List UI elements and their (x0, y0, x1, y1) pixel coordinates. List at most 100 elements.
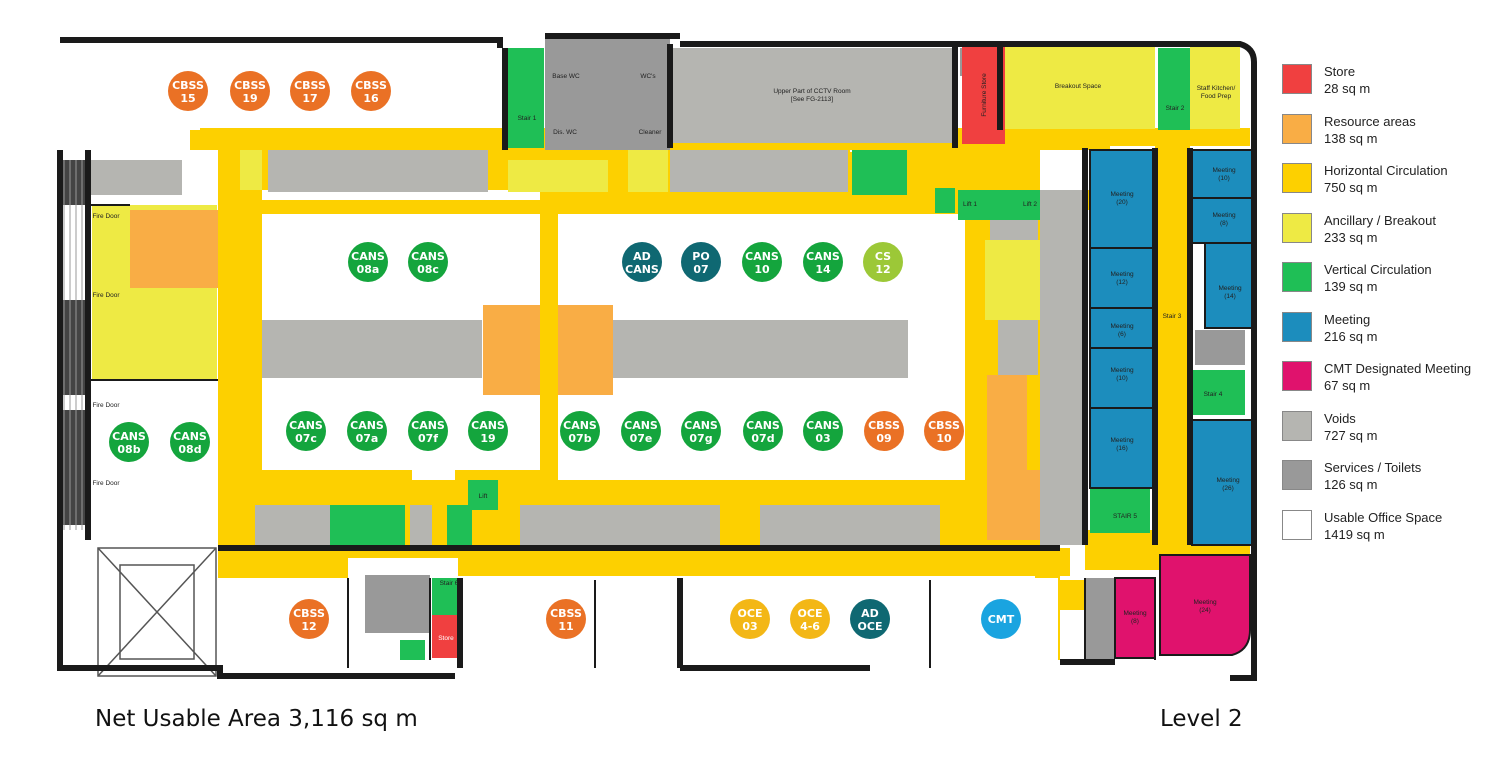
desk-group-circle (850, 599, 890, 639)
stair-5-label: STAIR 5 (1113, 513, 1137, 520)
meeting-rooms (1089, 149, 1256, 546)
desk-group-text: CANS (112, 430, 146, 443)
desk-group-text: CANS (411, 419, 445, 432)
stair-6-label: Stair 6 (440, 580, 459, 587)
legend-area: 126 sq m (1324, 477, 1378, 492)
desk-group-text: CANS (411, 250, 445, 263)
desk-group-text: CANS (351, 250, 385, 263)
lift-label: Lift (479, 493, 488, 500)
desk-group-text: 15 (180, 92, 195, 105)
legend-label: Usable Office Space (1324, 509, 1443, 525)
desk-group-text: 08a (357, 263, 380, 276)
partition-walls (90, 204, 1156, 668)
legend-swatch (1282, 163, 1312, 193)
desk-group-text: 16 (363, 92, 379, 105)
desk-group-circle (289, 599, 329, 639)
desk-group-markers: CBSS15CBSS19CBSS17CBSS16CANS08aCANS08cAD… (109, 71, 1021, 639)
legend-swatch (1282, 262, 1312, 292)
desk-group-text: CANS (745, 250, 779, 263)
services-toilets (365, 38, 1245, 663)
kitchen-label-2: Food Prep (1201, 93, 1232, 100)
legend-swatch (1282, 311, 1312, 342)
stair-2-label: Stair 2 (1166, 105, 1185, 112)
fire-door-label-4: Fire Door (92, 480, 120, 487)
meeting-20-label: Meeting (1110, 191, 1134, 198)
room-labels: Upper Part of CCTV Room [See FG-2113] Br… (92, 73, 1241, 642)
legend-label: Voids (1324, 410, 1356, 426)
stair-3-label: Stair 3 (1163, 313, 1182, 320)
legend-swatch (1282, 212, 1312, 243)
desk-group-text: 10 (754, 263, 770, 276)
desk-group-circle (681, 242, 721, 282)
net-usable-area: Net Usable Area 3,116 sq m (95, 706, 418, 732)
desk-group-text: CBSS (868, 419, 900, 432)
fire-door-label-3: Fire Door (92, 402, 120, 409)
legend-swatch (1282, 361, 1312, 391)
desk-group-circle (290, 71, 330, 111)
dis-wc-label-1: Dis. WC (553, 129, 577, 136)
wcs-label: WC's (640, 73, 656, 80)
desk-group-circle (681, 411, 721, 451)
desk-group-circle (621, 411, 661, 451)
legend-area: 233 sq m (1324, 229, 1378, 245)
meeting-14-size: (14) (1224, 293, 1236, 300)
desk-group-circle (742, 242, 782, 282)
lift-1-label: Lift 1 (963, 201, 977, 208)
meeting-12-label: Meeting (1110, 271, 1134, 278)
desk-group-circle (981, 599, 1021, 639)
meeting-6-size: (6) (1118, 331, 1126, 338)
meeting-16-size: (16) (1116, 445, 1128, 452)
desk-group-text: AD (861, 607, 879, 620)
fire-door-label-2: Fire Door (92, 292, 120, 299)
stair-1-label: Stair 1 (518, 115, 537, 122)
legend-label: Services / Toilets (1324, 460, 1422, 475)
desk-group-text: CANS (173, 430, 207, 443)
desk-group-text: CANS (806, 419, 840, 432)
desk-group-text: 4-6 (800, 620, 820, 633)
legend-label: Meeting (1324, 311, 1371, 327)
desk-group-circle (168, 71, 208, 111)
meeting-24-label: Meeting (1193, 599, 1217, 606)
cleaner-label: Cleaner (639, 129, 663, 136)
desk-group-text: 08c (417, 263, 439, 276)
desk-group-circle (730, 599, 770, 639)
legend-label: Vertical Circulation (1324, 262, 1432, 277)
meeting-10-size: (10) (1116, 375, 1128, 382)
desk-group-text: CBSS (550, 607, 582, 620)
desk-group-text: CS (875, 250, 891, 263)
desk-group-circle (924, 411, 964, 451)
legend-swatch (1282, 64, 1312, 94)
desk-group-circle (560, 411, 600, 451)
legend-area: 28 sq m (1324, 81, 1371, 96)
desk-group-text: CANS (746, 419, 780, 432)
legend-label: Resource areas (1324, 113, 1416, 129)
fire-door-label-1: Fire Door (92, 213, 120, 220)
desk-group-text: CBSS (294, 79, 326, 92)
desk-group-circle (109, 422, 149, 462)
breakout-label: Breakout Space (1055, 83, 1102, 90)
meeting-8b-label: Meeting (1123, 610, 1147, 617)
legend-label: Ancillary / Breakout (1324, 212, 1436, 228)
legend-label: Horizontal Circulation (1324, 163, 1448, 178)
desk-group-text: OCE (738, 607, 763, 620)
desk-group-text: 07c (295, 432, 317, 445)
